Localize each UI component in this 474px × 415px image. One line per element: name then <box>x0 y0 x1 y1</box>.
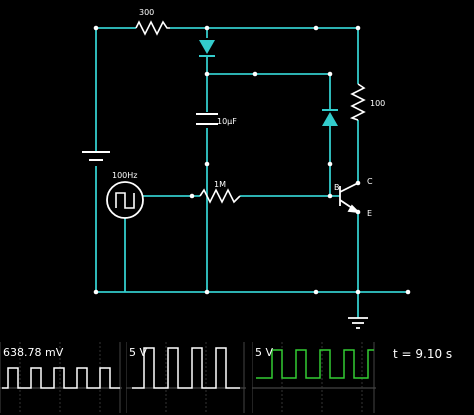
simulation-time: t = 9.10 s <box>393 347 453 361</box>
scope-2-value: 5 V <box>129 346 148 359</box>
ground-symbol[interactable] <box>348 317 368 329</box>
scope-3[interactable]: 5 V <box>252 340 376 415</box>
resistor-top[interactable] <box>135 20 170 36</box>
resistor-right-label: 100 <box>370 99 385 108</box>
scope-1-value: 638.78 mV <box>3 346 64 359</box>
resistor-mid-label: 1M <box>214 180 226 189</box>
diode-top[interactable] <box>199 40 215 57</box>
scope-3-value: 5 V <box>255 346 274 359</box>
square-wave-source[interactable] <box>106 181 144 219</box>
capacitor[interactable] <box>196 113 218 125</box>
transistor-base-label: B <box>334 183 340 192</box>
scope-2[interactable]: 5 V <box>126 340 246 415</box>
battery[interactable] <box>82 151 110 161</box>
circuit-wires[interactable] <box>95 27 408 318</box>
scope-1[interactable]: 638.78 mV <box>0 340 122 415</box>
resistor-top-label: 300 <box>139 8 154 17</box>
diode-right[interactable] <box>322 109 338 126</box>
source-label: 100Hz <box>112 171 137 180</box>
resistor-mid[interactable] <box>199 188 241 204</box>
npn-transistor[interactable] <box>339 182 361 214</box>
circuit-canvas[interactable]: 300 10μF 100 1M 100Hz B C E <box>0 0 474 340</box>
capacitor-label: 10μF <box>217 117 237 126</box>
transistor-collector-label: C <box>367 177 373 186</box>
resistor-right[interactable] <box>349 83 366 121</box>
transistor-emitter-label: E <box>367 209 372 218</box>
circuit-nodes <box>93 25 411 295</box>
